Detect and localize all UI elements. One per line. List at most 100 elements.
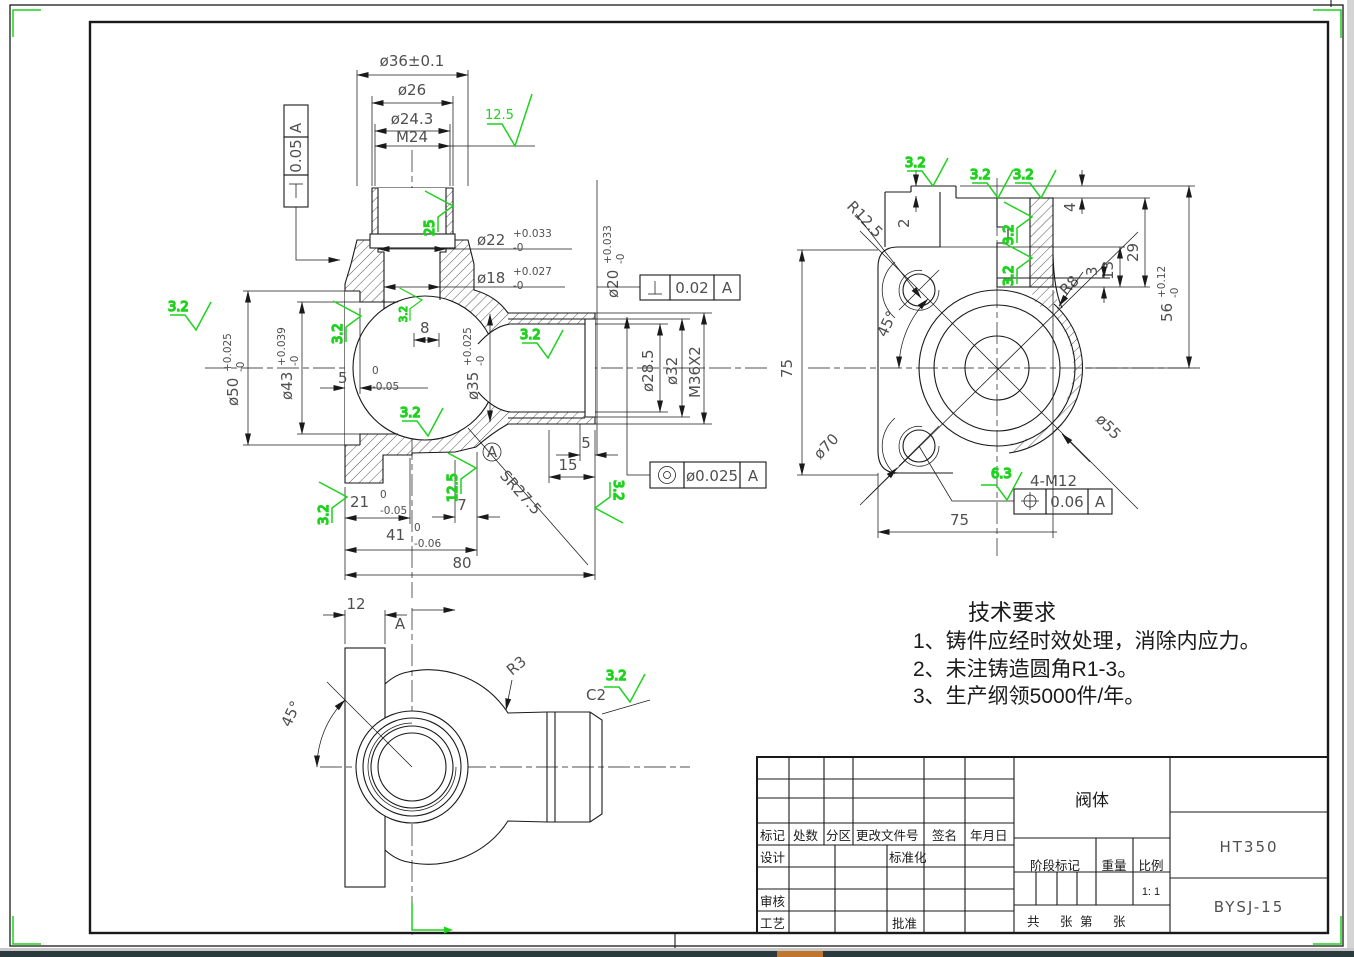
dim-n5e: 5: [581, 434, 591, 452]
svg-text:25: 25: [423, 219, 438, 236]
dim-r3: R3: [503, 652, 530, 679]
roughness-value: 12.5: [485, 108, 514, 123]
svg-text:3.2: 3.2: [1002, 265, 1017, 286]
taskbar-active-app[interactable]: [777, 951, 823, 957]
dim-d50: ø50 +0.025 -0: [222, 333, 247, 406]
dim-n4: 4: [1061, 202, 1079, 212]
fcf-value: 0.06: [1050, 493, 1083, 511]
dim-n12: 12: [346, 595, 365, 613]
svg-text:3.2: 3.2: [331, 323, 346, 344]
main-section-view: ø36±0.1 ø26 ø24.3 M24 12.5 ø22 +0.033 -0…: [205, 52, 770, 598]
svg-text:-0: -0: [235, 362, 247, 372]
dim-d22-sub: -0: [513, 242, 523, 254]
label-change-doc: 更改文件号: [856, 828, 919, 843]
corner-mark-tr: [1313, 9, 1342, 38]
svg-text:12.5: 12.5: [446, 473, 461, 502]
label-zone: 分区: [826, 829, 851, 843]
datum-a-balloon: A: [487, 443, 498, 461]
scale-value: 1: 1: [1142, 886, 1160, 898]
roughness-marks-right: 3.2 3.2 3.2 3.2 3.2 6.3: [904, 155, 1057, 502]
svg-text:56: 56: [1158, 303, 1176, 322]
fcf-datum-ref: A: [748, 467, 759, 485]
dim-n29: 29: [1124, 243, 1142, 262]
dim-sr275: SR27.5: [496, 467, 545, 519]
fcf-datum-ref: A: [722, 279, 733, 297]
svg-text:+0.025: +0.025: [222, 333, 234, 372]
label-standardize: 标准化: [889, 851, 927, 865]
roughness-mark-12-5-top: 12.5: [485, 93, 533, 148]
tech-req-item-1: 1、铸件应经时效处理，消除内应力。: [913, 630, 1261, 653]
svg-text:6.3: 6.3: [991, 467, 1012, 482]
right-flange-view: R12.5 45° R8 ø70 ø55 75 75 56 +0.12 -0 2…: [778, 170, 1200, 556]
dim-d20: ø20 +0.033 -0: [602, 225, 627, 298]
fcf-value: ø0.025: [686, 467, 738, 485]
section-label-a: A: [395, 615, 406, 633]
dim-r125: R12.5: [843, 197, 886, 241]
dim-n13: 13: [1099, 261, 1117, 280]
svg-text:+0.025: +0.025: [462, 327, 474, 366]
label-sheet-unit2: 张: [1113, 914, 1126, 929]
dim-n21-sup: 0: [380, 489, 387, 501]
label-mark: 标记: [760, 829, 786, 843]
dim-n15: 15: [558, 456, 577, 474]
label-count: 处数: [793, 828, 819, 843]
svg-text:3.2: 3.2: [400, 406, 421, 421]
dim-d18-sub: -0: [513, 280, 523, 292]
dim-r8: R8: [1056, 272, 1083, 299]
svg-text:3.2: 3.2: [606, 669, 627, 684]
label-sheet-no: 第: [1080, 915, 1093, 929]
dim-d285: ø28.5: [639, 349, 657, 392]
tech-req-item-3: 3、生产纲领5000件/年。: [913, 685, 1145, 708]
dim-n56: 56 +0.12 -0: [1156, 266, 1181, 322]
dim-d32: ø32: [663, 357, 681, 385]
fcf-perpendicularity-port: 0.02 A: [597, 274, 741, 301]
label-scale: 比例: [1138, 859, 1163, 873]
corner-mark-tl: [12, 9, 41, 37]
dim-m36: M36X2: [686, 346, 704, 398]
bolt-hole-top: [881, 261, 940, 319]
svg-text:3.2: 3.2: [1002, 224, 1017, 245]
roughness-marks-main: 25 3.2 3.2 3.2 3.2 3.2 12.5 3.2 3.2: [167, 190, 626, 526]
dim-d36: ø36±0.1: [380, 52, 445, 70]
dim-n5-sup: 0: [372, 365, 379, 377]
dim-d18: ø18: [477, 269, 505, 287]
concentricity-icon: [658, 466, 676, 484]
title-block: 标记 处数 分区 更改文件号 签名 年月日 设计 标准化 审核 工艺 批准 阀体…: [756, 756, 1329, 934]
dim-n41: 41: [386, 526, 405, 544]
perpendicularity-icon: [289, 183, 303, 198]
drawing-number: BYSJ-15: [1214, 898, 1285, 916]
label-sign: 签名: [932, 828, 957, 843]
bolt-pattern-note: 4-M12: [1030, 472, 1077, 490]
svg-text:ø50: ø50: [224, 378, 242, 406]
dim-d35: ø35 +0.025 -0: [462, 327, 487, 400]
label-check: 审核: [760, 894, 786, 909]
dim-d70: ø70: [810, 430, 843, 463]
right-edge-strip[interactable]: [1347, 0, 1354, 948]
svg-text:ø43: ø43: [278, 372, 296, 400]
svg-text:ø35: ø35: [464, 372, 482, 400]
dim-n21: 21: [350, 493, 369, 511]
svg-text:+0.033: +0.033: [602, 225, 614, 264]
label-approve: 批准: [892, 916, 917, 931]
dim-n2: 2: [895, 218, 913, 228]
dim-m24: M24: [396, 128, 428, 146]
perpendicularity-icon: [648, 281, 662, 295]
label-stage: 阶段标记: [1030, 858, 1081, 873]
bottom-edge-strip: [0, 948, 1354, 951]
taskbar-sliver[interactable]: [0, 951, 1354, 957]
svg-text:3.2: 3.2: [317, 504, 332, 525]
svg-text:3.2: 3.2: [398, 306, 410, 323]
bottom-side-view: A 12 45° R3 C2: [277, 595, 690, 935]
dim-n5: 5: [338, 369, 348, 387]
dim-n41-sup: 0: [414, 522, 421, 534]
tech-req-title: 技术要求: [968, 600, 1056, 625]
label-process: 工艺: [760, 917, 785, 931]
label-sheet-unit1: 张: [1060, 914, 1073, 929]
dim-d22: ø22: [477, 231, 505, 249]
svg-text:-0: -0: [475, 356, 487, 366]
dim-d18-sup: +0.027: [513, 266, 552, 278]
material-spec: HT350: [1219, 838, 1278, 856]
dim-c2: C2: [586, 686, 606, 704]
dim-d55: ø55: [1092, 410, 1125, 443]
dim-n80: 80: [452, 554, 471, 572]
